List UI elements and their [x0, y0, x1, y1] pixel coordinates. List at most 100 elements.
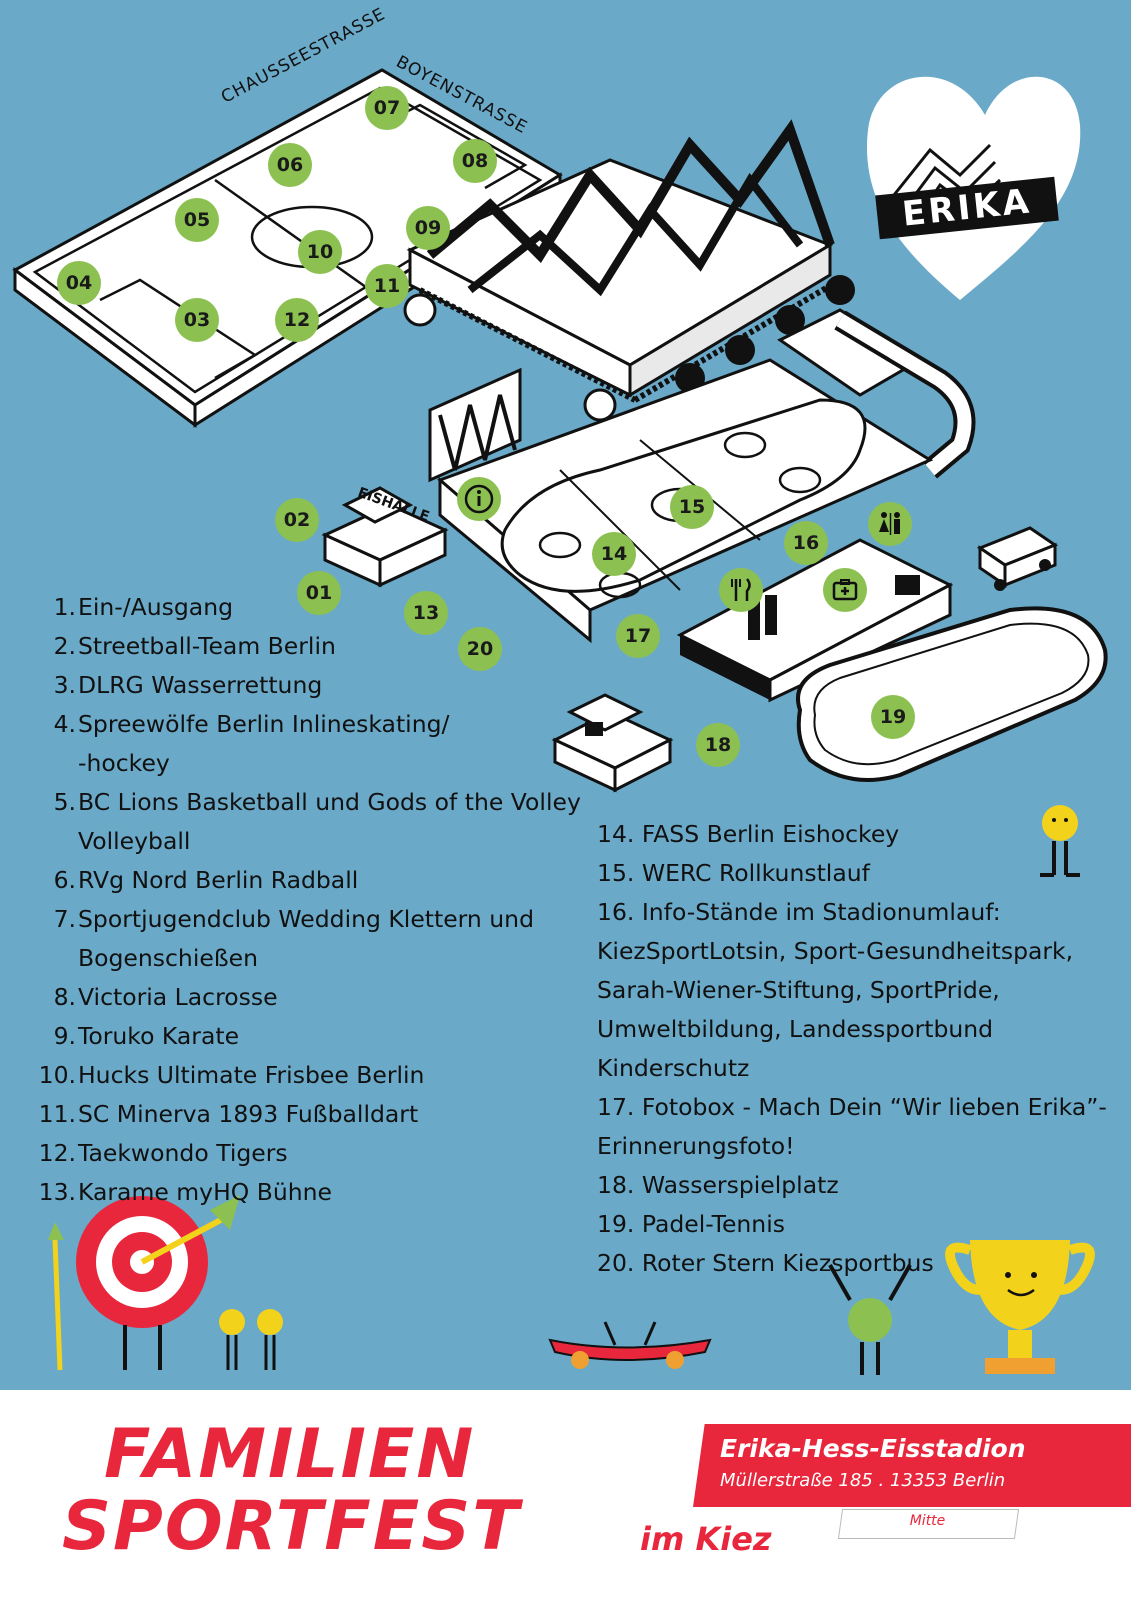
- food-icon[interactable]: [719, 568, 763, 612]
- marker-11[interactable]: 11: [365, 264, 409, 308]
- mascot-yellow-small: [1040, 805, 1080, 877]
- legend-item: 8.Victoria Lacrosse: [36, 978, 581, 1017]
- legend-num: 1.: [53, 593, 76, 621]
- legend-item: 9.Toruko Karate: [36, 1017, 581, 1056]
- legend-item: 5.BC Lions Basketball und Gods of the Vo…: [36, 783, 581, 822]
- legend-item: 13.Karame myHQ Bühne: [36, 1173, 581, 1212]
- legend-num: 2.: [53, 632, 76, 660]
- marker-19[interactable]: 19: [871, 695, 915, 739]
- legend-num: 6.: [53, 866, 76, 894]
- legend-item: 4.Spreewölfe Berlin Inlineskating/: [36, 705, 581, 744]
- marker-17[interactable]: 17: [616, 614, 660, 658]
- legend-line: Erinnerungsfoto!: [597, 1132, 795, 1160]
- legend-num: [36, 939, 78, 978]
- legend-text: Taekwondo Tigers: [78, 1139, 288, 1167]
- event-title-line1: FAMILIEN: [104, 1415, 476, 1494]
- legend-line: Kinderschutz: [597, 1054, 750, 1082]
- legend-num: 7.: [53, 905, 76, 933]
- legend-num: 12.: [38, 1139, 76, 1167]
- marker-05[interactable]: 05: [175, 198, 219, 242]
- legend-num: 13.: [38, 1178, 76, 1206]
- legend-item: Volleyball: [36, 822, 581, 861]
- toilet-icon[interactable]: [868, 502, 912, 546]
- legend-line: Sarah-Wiener-Stiftung, SportPride,: [597, 976, 1000, 1004]
- marker-09[interactable]: 09: [406, 206, 450, 250]
- legend-num: 9.: [53, 1022, 76, 1050]
- legend-item: 2.Streetball-Team Berlin: [36, 627, 581, 666]
- legend-text: Spreewölfe Berlin Inlineskating/: [78, 710, 450, 738]
- marker-20[interactable]: 20: [458, 627, 502, 671]
- legend-item: 7.Sportjugendclub Wedding Klettern und: [36, 900, 581, 939]
- marker-10[interactable]: 10: [298, 230, 342, 274]
- marker-12[interactable]: 12: [275, 298, 319, 342]
- legend-item: 10.Hucks Ultimate Frisbee Berlin: [36, 1056, 581, 1095]
- legend-text: Toruko Karate: [78, 1022, 240, 1050]
- first-aid-icon-glyph: [832, 579, 858, 601]
- info-icon[interactable]: [457, 477, 501, 521]
- first-aid-icon[interactable]: [823, 568, 867, 612]
- stadium-stands: [428, 308, 976, 483]
- eishalle-building: [321, 486, 449, 588]
- stadium-roof: [403, 119, 855, 422]
- district-label: Mitte: [909, 1513, 946, 1529]
- legend-text: Ein-/Ausgang: [78, 593, 234, 621]
- legend-item: -hockey: [36, 744, 581, 783]
- legend-item: 11.SC Minerva 1893 Fußballdart: [36, 1095, 581, 1134]
- legend-right: 14. FASS Berlin Eishockey 15. WERC Rollk…: [597, 815, 1117, 1283]
- legend-line: 16. Info-Stände im Stadionumlauf:: [597, 898, 1001, 926]
- legend-num: [36, 822, 78, 861]
- toilet-icon-glyph: [879, 512, 900, 535]
- marker-08[interactable]: 08: [453, 139, 497, 183]
- info-icon-glyph: [464, 484, 494, 514]
- ice-resurfacer: [976, 526, 1059, 591]
- legend-text: -hockey: [78, 749, 170, 777]
- food-icon-glyph: [731, 578, 751, 601]
- legend-num: 8.: [53, 983, 76, 1011]
- legend-line: 17. Fotobox - Mach Dein “Wir lieben Erik…: [597, 1093, 1107, 1121]
- legend-num: 3.: [53, 671, 76, 699]
- legend-num: 11.: [38, 1100, 76, 1128]
- skateboard-mascot: [548, 1321, 712, 1369]
- legend-text: Karame myHQ Bühne: [78, 1178, 332, 1206]
- legend-line: Umweltbildung, Landessportbund: [597, 1015, 994, 1043]
- marker-02[interactable]: 02: [275, 498, 319, 542]
- legend-num: 10.: [38, 1061, 76, 1089]
- venue-address: Müllerstraße 185 . 13353 Berlin: [720, 1470, 1006, 1491]
- venue-name: Erika-Hess-Eisstadion: [720, 1434, 1026, 1463]
- marker-06[interactable]: 06: [268, 143, 312, 187]
- legend-line: 14. FASS Berlin Eishockey: [597, 820, 900, 848]
- marker-04[interactable]: 04: [57, 261, 101, 305]
- legend-text: Streetball-Team Berlin: [78, 632, 336, 660]
- legend-text: RVg Nord Berlin Radball: [78, 866, 359, 894]
- marker-15[interactable]: 15: [670, 485, 714, 529]
- marker-18[interactable]: 18: [696, 723, 740, 767]
- marker-16[interactable]: 16: [784, 521, 828, 565]
- trophy-mascot: [945, 1240, 1095, 1374]
- marker-14[interactable]: 14: [592, 532, 636, 576]
- legend-line: KiezSportLotsin, Sport-Gesundheitspark,: [597, 937, 1074, 965]
- legend-line: 19. Padel-Tennis: [597, 1210, 785, 1238]
- legend-text: Victoria Lacrosse: [78, 983, 278, 1011]
- marker-13[interactable]: 13: [404, 591, 448, 635]
- event-title-suffix: im Kiez: [640, 1520, 772, 1558]
- marker-03[interactable]: 03: [175, 298, 219, 342]
- marker-07[interactable]: 07: [365, 86, 409, 130]
- legend-line: 20. Roter Stern Kiezsportbus: [597, 1249, 934, 1277]
- marker-01[interactable]: 01: [297, 571, 341, 615]
- legend-text: BC Lions Basketball und Gods of the Voll…: [78, 788, 581, 816]
- legend-left: 1.Ein-/Ausgang 2.Streetball-Team Berlin …: [36, 588, 581, 1212]
- legend-line: 15. WERC Rollkunstlauf: [597, 859, 870, 887]
- tennis-ball-mascot: [828, 1264, 912, 1375]
- legend-text: DLRG Wasserrettung: [78, 671, 323, 699]
- legend-item: 12.Taekwondo Tigers: [36, 1134, 581, 1173]
- legend-item: 1.Ein-/Ausgang: [36, 588, 581, 627]
- venue-map: [12, 68, 1108, 1375]
- archery-target-mascot: [48, 1195, 283, 1371]
- legend-text: Sportjugendclub Wedding Klettern und: [78, 905, 534, 933]
- water-playground-building: [551, 693, 674, 793]
- legend-num: 5.: [53, 788, 76, 816]
- legend-num: [36, 744, 78, 783]
- legend-num: 4.: [53, 710, 76, 738]
- legend-line: 18. Wasserspielplatz: [597, 1171, 839, 1199]
